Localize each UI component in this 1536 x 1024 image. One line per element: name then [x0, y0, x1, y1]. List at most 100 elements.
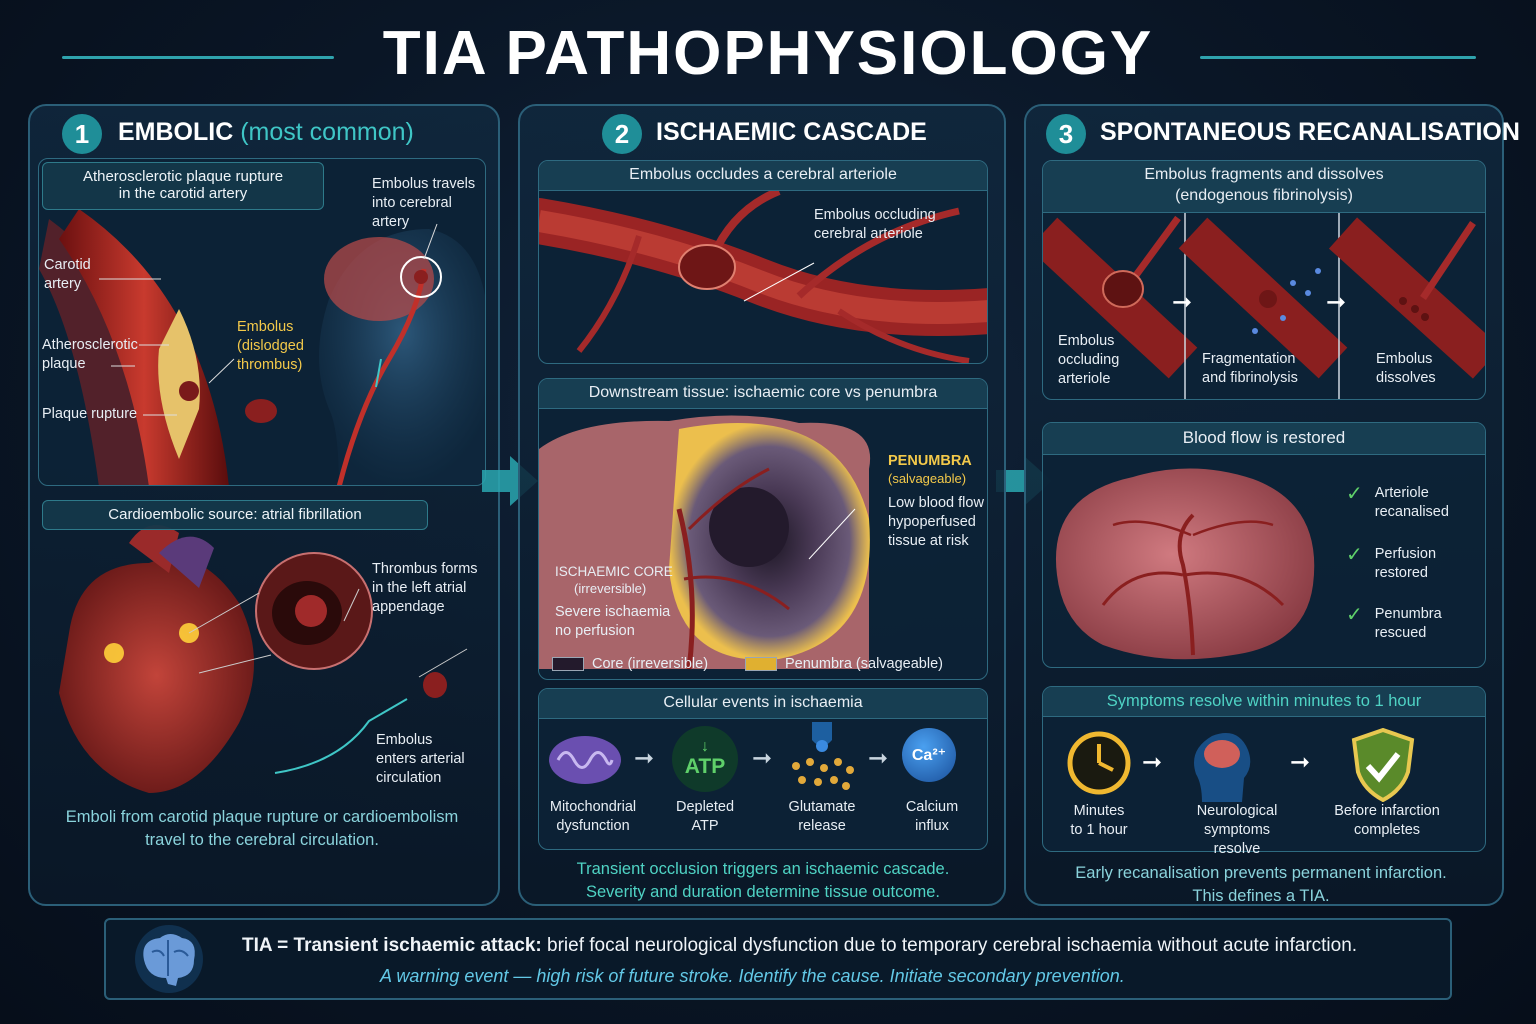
cell-arrow-3: ➞ — [868, 745, 889, 772]
cardio-embolus — [423, 672, 447, 698]
carotid-rupture-box: Atherosclerotic plaque rupture in the ca… — [42, 162, 324, 210]
frag-step-1-embolus — [1102, 270, 1144, 308]
panel-1-caption: Emboli from carotid plaque rupture or ca… — [65, 808, 459, 849]
label-core-sub: (irreversible) — [574, 581, 647, 596]
panel-1-title-main: EMBOLIC — [118, 118, 234, 146]
frag-step-2-embolus — [1259, 290, 1277, 308]
af-spark-left — [104, 643, 124, 663]
title-line-left — [62, 56, 334, 59]
legend-core: Core (irreversible) — [552, 655, 708, 674]
tissue-heading: Downstream tissue: ischaemic core vs pen… — [539, 379, 987, 409]
calcium-text: Ca²⁺ — [911, 747, 947, 764]
footer-definition-bold: TIA = Transient ischaemic attack: — [242, 935, 542, 956]
ischaemic-core — [709, 487, 789, 567]
check-icon: ✓ — [1346, 483, 1363, 505]
healthy-brain-illustration — [1055, 468, 1315, 660]
frag-arrow-2: ➞ — [1326, 289, 1347, 316]
heart-illustration — [59, 525, 468, 793]
occlusion-section: Embolus occludes a cerebral arteriole — [538, 160, 988, 364]
brain-in-head — [324, 237, 434, 321]
panel-3-caption: Early recanalisation prevents permanent … — [1075, 864, 1447, 905]
cardioembolic-section — [38, 492, 486, 800]
footer-definition: TIA = Transient ischaemic attack: brief … — [242, 935, 1357, 957]
label-penumbra-sub: (salvageable) — [888, 471, 967, 486]
cellular-heading: Cellular events in ischaemia — [539, 689, 987, 719]
check-icon: ✓ — [1346, 543, 1363, 566]
atp-text: ATP — [684, 755, 726, 778]
symptom-arrow-1: ➞ — [1142, 749, 1163, 776]
label-ischaemic-core: ISCHAEMIC CORE — [555, 564, 673, 579]
legend-penumbra-swatch — [745, 657, 777, 672]
footer-definition-rest: brief focal neurological dysfunction due… — [541, 935, 1358, 956]
label-plaque-rupture: Plaque rupture — [42, 406, 138, 422]
title-line-right — [1200, 56, 1476, 59]
tissue-section: Downstream tissue: ischaemic core vs pen… — [538, 378, 988, 680]
check-icon: ✓ — [1346, 604, 1363, 627]
legend-core-swatch — [552, 657, 584, 672]
glutamate-icon — [784, 722, 860, 801]
flow-restored-section: Blood flow is restored — [1042, 422, 1486, 668]
symptom-arrow-2: ➞ — [1290, 749, 1311, 776]
legend-penumbra: Penumbra (salvageable) — [745, 655, 943, 674]
definition-footer — [104, 918, 1452, 1000]
carotid-illustration — [39, 209, 485, 485]
fragmentation-illustration — [1043, 213, 1485, 399]
atp-icon: ↓ ATP — [672, 726, 738, 792]
label-penumbra: PENUMBRA — [888, 453, 972, 469]
flow-restored-heading: Blood flow is restored — [1043, 423, 1485, 455]
arteriole-illustration — [539, 187, 987, 363]
cardioembolic-box: Cardioembolic source: atrial fibrillatio… — [42, 500, 428, 530]
brain-icon — [130, 924, 208, 999]
shield-check-icon — [1350, 727, 1416, 807]
frag-arrow-1: ➞ — [1172, 289, 1193, 316]
panel-3-number: 3 — [1046, 114, 1086, 154]
panel-1-title: EMBOLIC (most common) — [118, 118, 414, 147]
fragmentation-heading: Embolus fragments and dissolves(endogeno… — [1043, 161, 1485, 213]
panel-1-title-highlight: (most common) — [240, 118, 414, 146]
occlusion-heading: Embolus occludes a cerebral arteriole — [539, 161, 987, 191]
mitochondrion-icon — [546, 730, 624, 795]
cell-arrow-2: ➞ — [752, 745, 773, 772]
embolus-in-plaque — [179, 381, 199, 401]
atrial-thrombus — [295, 595, 327, 627]
floating-embolus — [245, 399, 277, 423]
fragmentation-section: Embolus fragments and dissolves(endogeno… — [1042, 160, 1486, 400]
page-title: TIA PATHOPHYSIOLOGY — [382, 19, 1154, 88]
panel-2-title: ISCHAEMIC CASCADE — [656, 118, 927, 146]
symptoms-heading: Symptoms resolve within minutes to 1 hou… — [1043, 687, 1485, 717]
footer-warning: A warning event — high risk of future st… — [380, 966, 1125, 986]
embolus-target-circle — [400, 256, 442, 298]
brain-core-penumbra-illustration — [539, 415, 871, 670]
panel-2-caption: Transient occlusion triggers an ischaemi… — [576, 860, 950, 901]
head-brain-icon — [1182, 726, 1258, 807]
clock-icon — [1066, 730, 1132, 801]
panel-3-title: SPONTANEOUS RECANALISATION — [1100, 118, 1520, 146]
occluding-embolus — [678, 244, 736, 290]
cell-arrow-1: ➞ — [634, 745, 655, 772]
carotid-section — [38, 158, 486, 486]
panel-1-number: 1 — [62, 114, 102, 154]
calcium-icon: Ca²⁺ — [902, 728, 956, 782]
